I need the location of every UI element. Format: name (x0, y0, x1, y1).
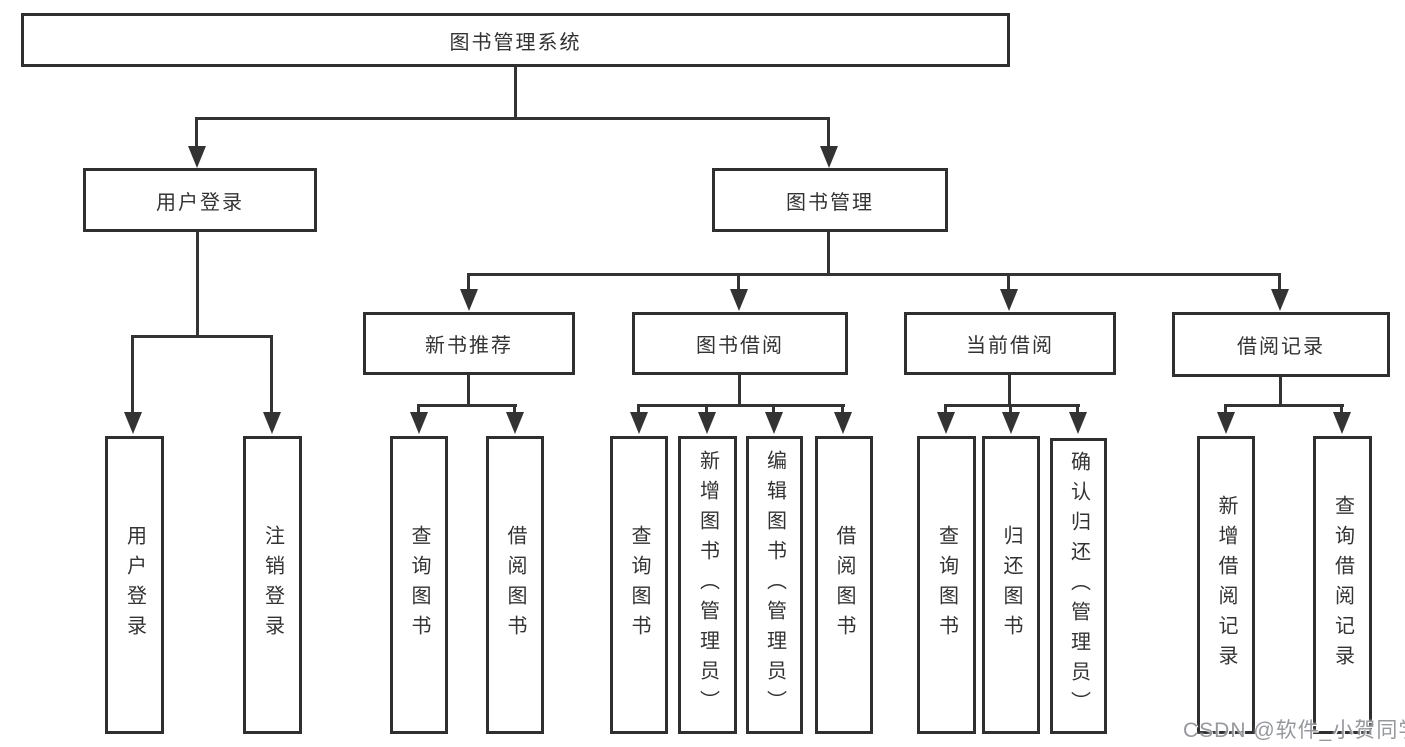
connector-line (417, 404, 420, 415)
arrowhead-icon (263, 412, 281, 434)
connector-line (467, 273, 470, 290)
node-root: 图书管理系统 (21, 13, 1010, 67)
connector-line (1009, 404, 1012, 415)
leaf-label: 编辑图书（管理员） (763, 450, 786, 720)
arrowhead-icon (1002, 412, 1020, 434)
arrowhead-icon (1333, 412, 1351, 434)
arrowhead-icon (188, 146, 206, 168)
connector-line (270, 335, 273, 414)
connector-line (827, 117, 830, 148)
connector-line (738, 374, 741, 406)
leaf-label: 用户登录 (123, 525, 146, 645)
leaf-label: 新增图书（管理员） (696, 450, 719, 720)
leaf-label: 借阅图书 (504, 525, 526, 645)
arrowhead-icon (834, 412, 852, 434)
connector-line (131, 335, 273, 338)
leaf-add-book-admin: 新增图书（管理员） (678, 436, 737, 734)
node-book-borrowing-label: 图书借阅 (696, 335, 784, 357)
leaf-label: 查询图书 (628, 525, 650, 645)
connector-line (944, 404, 1080, 407)
leaf-label: 查询图书 (935, 525, 958, 645)
arrowhead-icon (698, 412, 716, 434)
connector-line (195, 117, 198, 148)
leaf-add-borrow-record: 新增借阅记录 (1197, 436, 1255, 734)
watermark-text: CSDN @软件_小贺同学 (1183, 719, 1405, 742)
connector-line (196, 232, 199, 336)
arrowhead-icon (1000, 289, 1018, 311)
leaf-user-login: 用户登录 (105, 436, 164, 734)
leaf-label: 查询借阅记录 (1331, 495, 1354, 675)
connector-line (737, 273, 740, 290)
leaf-query-book-2: 查询图书 (610, 436, 668, 734)
leaf-confirm-return-admin: 确认归还（管理员） (1050, 438, 1107, 734)
node-current-borrowing: 当前借阅 (904, 312, 1116, 375)
node-book-management: 图书管理 (712, 168, 948, 232)
connector-line (1076, 404, 1079, 415)
connector-line (131, 335, 134, 414)
arrowhead-icon (1069, 412, 1087, 434)
leaf-label: 确认归还（管理员） (1067, 451, 1090, 721)
leaf-query-book-3: 查询图书 (917, 436, 976, 734)
arrowhead-icon (124, 412, 142, 434)
arrowhead-icon (765, 412, 783, 434)
leaf-logout: 注销登录 (243, 436, 302, 734)
connector-line (195, 117, 830, 120)
connector-line (841, 404, 844, 415)
leaf-label: 注销登录 (261, 525, 284, 645)
connector-line (1007, 273, 1010, 290)
node-user-login-label: 用户登录 (156, 191, 244, 214)
connector-line (467, 374, 470, 406)
leaf-label: 新增借阅记录 (1215, 495, 1237, 675)
connector-line (1224, 404, 1227, 415)
node-user-login: 用户登录 (83, 168, 317, 232)
connector-line (1279, 374, 1282, 406)
connector-line (514, 67, 517, 119)
arrowhead-icon (937, 412, 955, 434)
connector-line (705, 404, 708, 415)
node-book-management-label: 图书管理 (786, 191, 874, 214)
leaf-query-book-1: 查询图书 (390, 436, 448, 734)
arrowhead-icon (506, 412, 524, 434)
arrowhead-icon (820, 146, 838, 168)
connector-line (827, 232, 830, 274)
leaf-query-borrow-record: 查询借阅记录 (1313, 436, 1372, 734)
connector-line (772, 404, 775, 415)
leaf-borrow-book-2: 借阅图书 (815, 436, 873, 734)
node-current-borrowing-label: 当前借阅 (966, 335, 1054, 357)
leaf-label: 查询图书 (408, 525, 430, 645)
arrowhead-icon (1271, 289, 1289, 311)
connector-line (1340, 404, 1343, 415)
connector-line (637, 404, 845, 407)
node-book-borrowing: 图书借阅 (632, 312, 848, 375)
connector-line (467, 273, 1281, 276)
arrowhead-icon (460, 289, 478, 311)
node-root-label: 图书管理系统 (449, 31, 582, 54)
connector-line (1278, 273, 1281, 290)
connector-line (637, 404, 640, 415)
connector-line (1224, 404, 1344, 407)
arrowhead-icon (730, 289, 748, 311)
connector-line (513, 404, 516, 415)
arrowhead-icon (630, 412, 648, 434)
connector-line (417, 404, 517, 407)
arrowhead-icon (1217, 412, 1235, 434)
node-borrowing-records-label: 借阅记录 (1237, 336, 1325, 358)
node-borrowing-records: 借阅记录 (1172, 312, 1390, 377)
leaf-borrow-book-1: 借阅图书 (486, 436, 544, 734)
node-new-book-recommend: 新书推荐 (363, 312, 575, 375)
leaf-label: 归还图书 (1000, 525, 1022, 645)
leaf-label: 借阅图书 (833, 525, 855, 645)
leaf-return-book: 归还图书 (982, 436, 1040, 734)
connector-line (1008, 374, 1011, 406)
arrowhead-icon (410, 412, 428, 434)
node-new-book-recommend-label: 新书推荐 (425, 335, 513, 357)
leaf-edit-book-admin: 编辑图书（管理员） (746, 436, 803, 734)
connector-line (944, 404, 947, 415)
